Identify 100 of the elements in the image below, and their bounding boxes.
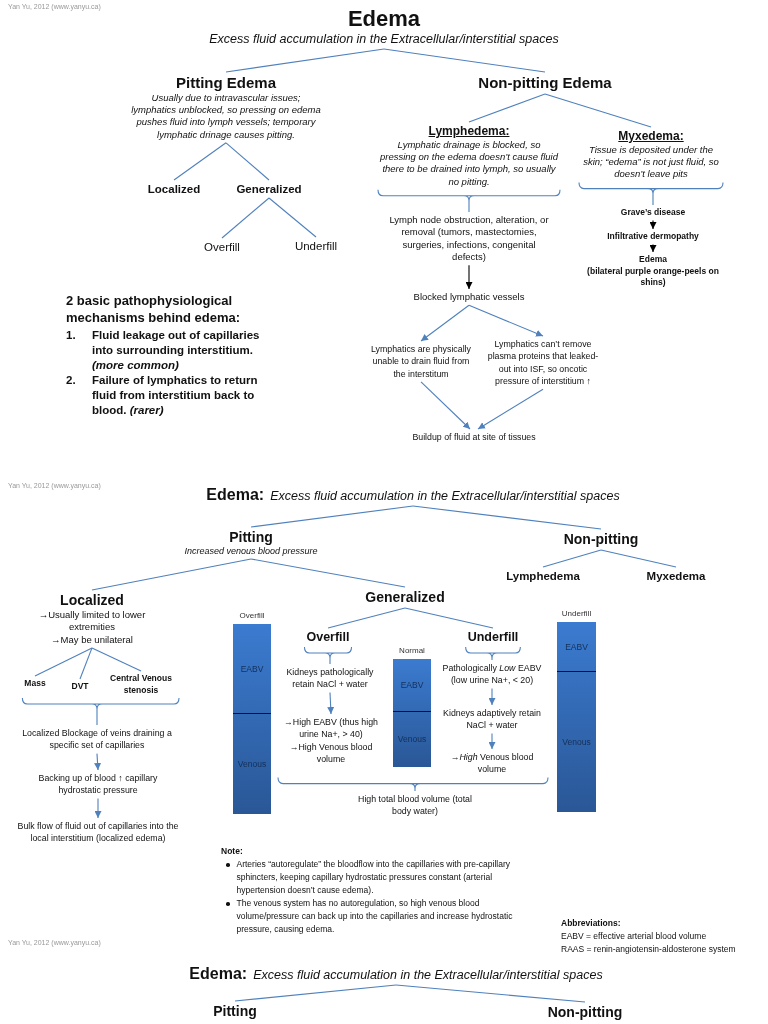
node-text: →High EABV (thus high urine Na+, > 40) [283, 716, 379, 741]
node-text: Infiltrative dermopathy [607, 231, 699, 243]
node-text: Grave’s disease [620, 207, 686, 219]
connector-line [468, 93, 546, 123]
arrow [94, 798, 102, 819]
arrow [420, 304, 470, 342]
list-item-text: Fluid leakage out of capillaries into surrounding interstitium. (more common) [92, 328, 261, 373]
segment-label: Venous [397, 733, 427, 744]
abbreviation-text: RAAS = renin-angiotensin-aldosterone system [561, 943, 737, 956]
connector-line [268, 197, 317, 238]
heading-text: Non-pitting Edema [478, 74, 612, 92]
node-text: Lymphatics are physically unable to drain fluid from the interstitum [371, 343, 471, 380]
heading-text: Pitting Edema [175, 74, 277, 92]
connector-line [250, 558, 406, 588]
title-text: Edema: [189, 964, 248, 983]
node-text: DVT [71, 681, 89, 693]
heading-text: Lymphedema: [427, 124, 511, 139]
connector-line [79, 647, 93, 680]
brace-connector [21, 697, 180, 726]
node-text: Underfill [294, 239, 338, 253]
connector-line [404, 607, 494, 629]
description-text: Usually due to intravascular issues; lymphatics unblocked, so pressing on edema pushes fluid into lymph vessels; temporary lymphatic drinage causes pitting. [130, 92, 322, 141]
connector-line [544, 93, 652, 128]
node-text: Mass [24, 678, 46, 690]
list-number: 1. [66, 328, 77, 343]
arrow [468, 304, 544, 337]
arrow [327, 692, 335, 715]
bar-caption: Underfill [561, 609, 592, 619]
connector-line [234, 984, 397, 1002]
note-text: Arteries “autoregulate” the bloodflow into the capillaries with pre-capillary sphincters, keeping capillary hydrostatic pressures constant (arterial hypertension doesn’t cause edema). [236, 858, 512, 897]
node-text: Blocked lymphatic vessels [413, 291, 525, 304]
arrow [94, 753, 102, 771]
brace-connector [578, 182, 724, 206]
node-text: Lymph node obstruction, alteration, or removal (tumors, mastectomies, surgeries, infections, congenital defects) [385, 214, 553, 264]
heading-text: 2 basic pathophysiological mechanisms behind edema: [66, 292, 242, 326]
subtitle-text: Excess fluid accumulation in the Extracellular/interstitial spaces [253, 967, 603, 983]
node-text: High total blood volume (total body water) [356, 793, 474, 818]
brace-connector [377, 189, 561, 213]
connector-line [34, 647, 93, 677]
heading-text: Overfill [306, 630, 350, 645]
segment-label: EABV [400, 679, 424, 690]
subtitle-text: Excess fluid accumulation in the Extracellular/interstitial spaces [209, 31, 559, 47]
connector-line [91, 647, 142, 672]
node-text: Lymphatics can’t remove plasma proteins that leaked-out into ISF, so oncotic pressure of interstitium ↑ [482, 338, 604, 388]
list-item-text: Failure of lymphatics to return fluid from interstitium back to blood. (rarer) [92, 373, 259, 418]
description-text: Tissue is deposited under the skin; “edema” is not just fluid, so doesn’t leave pits [582, 144, 720, 181]
description-text: Lymphatic drainage is blocked, so pressing on the edema doesn’t cause fluid there to be drained into lymph, so usually no pitting. [380, 139, 558, 188]
list-number: 2. [66, 373, 77, 388]
heading-text: Myxedema [646, 569, 706, 583]
connector-line [412, 505, 602, 530]
connector-line [600, 549, 677, 568]
description-text: →May be unilateral [50, 633, 134, 646]
heading-text: Lymphedema [506, 569, 580, 583]
subtitle-text: Excess fluid accumulation in the Extracellular/interstitial spaces [270, 488, 620, 504]
connector-line [395, 984, 586, 1003]
segment-label: EABV [240, 663, 264, 674]
segment-label: Venous [562, 736, 591, 747]
arrow [465, 264, 473, 290]
node-text: Overfill [204, 240, 240, 254]
connector-line [173, 142, 227, 181]
brace-connector [303, 646, 353, 665]
node-text: →High Venous blood volume [288, 740, 374, 766]
heading-text: Note: [221, 845, 244, 858]
node-text: Kidneys pathologically retain NaCl + water [279, 666, 381, 691]
segment-label: EABV [565, 641, 588, 652]
node-text: (bilateral purple orange-peels on shins) [586, 265, 720, 289]
node-text: Pathologically Low EABV (low urine Na+, < 20) [435, 662, 549, 687]
connector-line [225, 48, 385, 73]
arrow [488, 688, 496, 706]
arrow [649, 243, 657, 253]
connector-line [327, 607, 406, 629]
connector-line [221, 197, 270, 239]
heading-text: Localized [59, 592, 125, 609]
node-text: Edema [638, 254, 668, 266]
heading-text: Generalized [365, 589, 445, 606]
node-text: Buildup of fluid at site of tissues [412, 431, 536, 444]
arrow [477, 388, 544, 430]
heading-text: Pitting [228, 529, 274, 546]
heading-text: Pitting [213, 1003, 257, 1020]
arrow [488, 733, 496, 750]
heading-text: Localized [147, 182, 201, 196]
heading-text: Abbreviations: [561, 917, 622, 930]
heading-text: Generalized [236, 182, 302, 196]
note-text: The venous system has no autoregulation, so high venous blood volume/pressure can back up into the capillaries and increase hydrostatic pressure, causing edema. [236, 897, 514, 936]
brace-connector [465, 646, 521, 661]
node-text: Kidneys adaptively retain NaCl + water [434, 707, 550, 732]
bar-caption: Overfill [239, 611, 265, 621]
node-text: Bulk flow of fluid out of capillaries into the local interstitium (localized edema) [15, 820, 181, 845]
connector-line [542, 549, 602, 568]
abbreviation-text: EABV = effective arterial blood volume [561, 930, 708, 943]
connector-line [91, 558, 252, 591]
segment-label: Venous [237, 758, 267, 769]
description-text: →Usually limited to lower extremities [37, 609, 147, 634]
node-text: Backing up of blood ↑ capillary hydrostatic pressure [28, 772, 168, 797]
heading-text: Underfill [467, 630, 519, 645]
connector-line [383, 48, 546, 73]
arrow [420, 381, 471, 430]
bar-caption: Normal [399, 646, 425, 656]
description-text: Increased venous blood pressure [184, 546, 318, 557]
heading-text: Non-pitting [547, 1004, 623, 1021]
